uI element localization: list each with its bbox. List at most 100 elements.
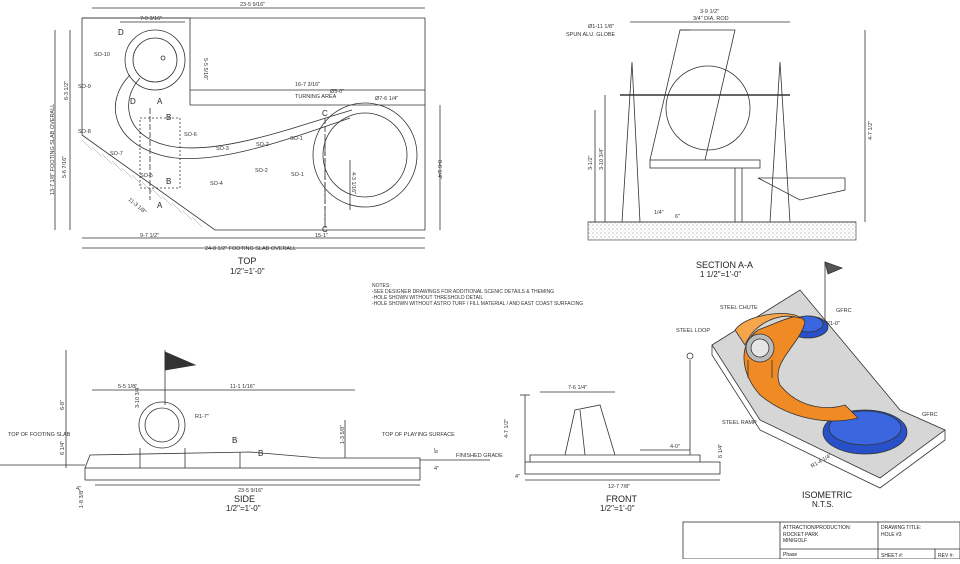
- slab-hatch: [81, 139, 203, 228]
- front-view: [520, 352, 721, 481]
- top-loop-circle: [124, 29, 186, 91]
- top-view-text: 23-5 9/16" 7-9 3/16" 5-5 5/16" 16-7 3/16…: [50, 2, 442, 276]
- top-footing-label: TOP OF FOOTING SLAB: [8, 432, 71, 438]
- so-label: SO-10: [94, 52, 110, 58]
- note-line: -HOLE SHOWN WITHOUT ASTRO TURF / FILL MA…: [372, 301, 583, 307]
- side-section-b: B: [232, 436, 237, 445]
- pylon-left: [621, 61, 641, 223]
- iso-scale: N.T.S.: [812, 500, 834, 509]
- drawing-title: HOLE #3: [881, 532, 902, 538]
- notes-heading: NOTES:: [372, 283, 391, 289]
- attraction-label: ATTRACTION/PRODUCTION:: [783, 525, 851, 531]
- section-scale: 1 1/2"=1'-0": [700, 270, 741, 279]
- section-dim-4: 3-10 3/4": [599, 148, 605, 170]
- section-dim-6: 1/4": [654, 210, 664, 216]
- so-label: SO-4: [210, 181, 223, 187]
- rev-label: REV #:: [938, 553, 954, 559]
- top-dim-d3: 16-7 3/16": [295, 82, 320, 88]
- drawing-title-label: DRAWING TITLE:: [881, 525, 921, 531]
- top-slab-outline: [81, 17, 426, 231]
- top-title: TOP: [238, 256, 256, 266]
- front-scale: 1/2"=1'-0": [600, 504, 635, 513]
- side-dim-7: 6 1/4": [60, 441, 66, 455]
- so-label: SO-2: [255, 168, 268, 174]
- section-dim-7: 6": [675, 214, 680, 220]
- front-dim-6: 4": [515, 474, 520, 480]
- so-label: SO-9: [78, 84, 91, 90]
- section-title: SECTION A-A: [696, 260, 753, 270]
- iso-label-r1: R1-0": [826, 321, 840, 327]
- section-marker: A: [157, 201, 163, 210]
- side-dim-2: 11-1 1/16": [230, 384, 255, 390]
- side-dim-10: 1-8 3/8": [79, 489, 85, 508]
- section-marker: A: [157, 97, 163, 106]
- section-ground: [587, 221, 857, 241]
- top-slab-notch: [82, 17, 425, 106]
- so-label: SO-8: [78, 129, 91, 135]
- section-marker: C: [322, 109, 328, 118]
- attraction-line-1: ROCKET PARK: [783, 532, 819, 538]
- turning-area-circle: [312, 102, 418, 208]
- front-dim-2: 4-7 1/2": [504, 419, 510, 438]
- top-dim-d12: 6-3 1/2": [64, 81, 70, 100]
- section-dim-1: 3-9 1/2": [700, 9, 719, 15]
- footing-left-label: 13-7 1/8" FOOTING SLAB OVERALL: [50, 104, 56, 195]
- iso-label-loop: STEEL LOOP: [676, 328, 710, 334]
- so-label: SO-3: [216, 146, 229, 152]
- top-dim-d4: Ø7-6 1/4": [375, 96, 398, 102]
- top-chute: [115, 74, 351, 159]
- front-dim-3: 4-0": [670, 444, 680, 450]
- front-dim-4: 12-7 7/8": [608, 484, 630, 490]
- so-label: SO-5: [140, 173, 153, 179]
- front-dim-5: 6 1/4": [718, 444, 724, 458]
- top-dim-d7: 8-6 1/4": [436, 160, 442, 179]
- side-dim-8: 4": [76, 486, 81, 492]
- top-playing-label: TOP OF PLAYING SURFACE: [382, 432, 455, 438]
- section-a-text: 3-9 1/2" 3/4" DIA. ROD Ø1-11 1/8" SPUN A…: [566, 9, 874, 279]
- section-marker: D: [118, 28, 124, 37]
- section-marker: D: [130, 97, 136, 106]
- front-view-text: 7-6 1/4" 4-7 1/2" 4-0" 12-7 7/8" 6 1/4" …: [504, 385, 724, 513]
- so-label: SO-6: [184, 132, 197, 138]
- section-marker: B: [166, 113, 171, 122]
- front-dim-1: 7-6 1/4": [568, 385, 587, 391]
- iso-label-chute: STEEL CHUTE: [720, 305, 758, 311]
- phase-label: Phase: [783, 552, 797, 558]
- globe: [665, 65, 751, 151]
- side-dim-13: 6": [434, 448, 440, 453]
- pylon-right: [769, 61, 791, 223]
- top-dim-d8: 5-6 7/16": [62, 156, 68, 178]
- side-dim-1: 5-5 1/8": [118, 384, 137, 390]
- side-dim-6: 1-3 5/8": [340, 425, 346, 444]
- notes: NOTES: -SEE DESIGNER DRAWINGS FOR ADDITI…: [372, 283, 583, 307]
- top-dim-d9: 11-3 1/8": [127, 197, 148, 216]
- so-label: SO-1: [290, 136, 303, 142]
- section-marker: B: [166, 177, 171, 186]
- note-line: -SEE DESIGNER DRAWINGS FOR ADDITIONAL SC…: [372, 289, 554, 295]
- front-chute: [564, 404, 616, 456]
- side-dim-3: R1-7": [195, 414, 209, 420]
- iso-slab: [711, 289, 946, 479]
- top-dim-d11: 15-1": [315, 233, 328, 239]
- iso-orange-loop: [734, 313, 801, 346]
- side-section-b: B: [258, 449, 263, 458]
- isometric-view: [711, 261, 946, 489]
- finished-grade-label: FINISHED GRADE: [456, 453, 503, 459]
- note-line: -HOLE SHOWN WITHOUT THRESHOLD DETAIL: [372, 295, 483, 301]
- top-dim-overall: 23-5 9/16": [240, 2, 265, 8]
- section-marker: C: [322, 225, 328, 234]
- top-dim-d5: Ø5-0": [330, 89, 344, 95]
- side-title: SIDE: [234, 494, 255, 504]
- section-dim-2: Ø1-11 1/8": [588, 24, 614, 30]
- section-dim-2b: SPUN ALU. GLOBE: [566, 32, 616, 38]
- so-label: SO-1: [291, 172, 304, 178]
- top-dim-d1: 7-9 3/16": [140, 16, 162, 22]
- section-dim-3: 4-7 1/2": [868, 121, 874, 140]
- front-title: FRONT: [606, 494, 637, 504]
- top-dim-d2: 5-5 5/16": [202, 58, 208, 80]
- side-view-text: TOP OF FOOTING SLAB TOP OF PLAYING SURFA…: [8, 384, 503, 513]
- front-footing: [524, 461, 721, 475]
- iso-label-gfrc: GFRC: [922, 412, 938, 418]
